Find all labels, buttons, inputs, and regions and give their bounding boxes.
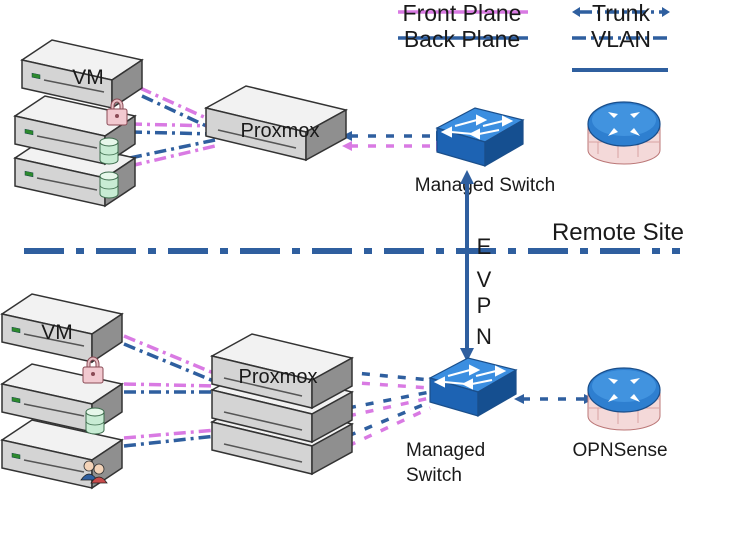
bottom-proxmox-hosts: Proxmox <box>211 333 353 475</box>
front-plane-legend-label: Front Plane <box>403 0 522 26</box>
proxmox-label: Proxmox <box>239 366 318 388</box>
switch-label-line: Managed <box>406 440 485 461</box>
switch-icon <box>429 357 517 417</box>
opnsense-router: OPNSense <box>572 367 668 461</box>
switch-icon <box>436 107 524 167</box>
arrow-icon <box>342 131 352 141</box>
router-label: OPNSense <box>572 440 667 461</box>
arrow-down-icon <box>460 348 474 362</box>
top-site-links <box>129 86 438 168</box>
top-vm-stack: VM <box>14 39 143 207</box>
bottom-managed-switch: Managed Switch <box>406 357 517 486</box>
legend: Front Plane Back Plane Trunk VLAN <box>398 0 670 72</box>
bottom-vm-stack: VM <box>1 293 123 489</box>
proxmox-label: Proxmox <box>241 120 320 142</box>
arrow-up-icon <box>460 170 474 184</box>
arrow-icon <box>342 141 352 151</box>
evpn-label: E V P N <box>476 234 492 349</box>
switch-label: Managed Switch <box>415 175 555 196</box>
evpn-letter: P <box>477 293 492 318</box>
vlan-legend-label: VLAN <box>591 26 651 52</box>
database-icon <box>99 137 119 165</box>
back-plane-legend-label: Back Plane <box>404 26 520 52</box>
router-icon <box>587 101 661 165</box>
database-icon <box>99 171 119 199</box>
trunk-legend-label: Trunk <box>592 0 650 26</box>
top-managed-switch: Managed Switch <box>415 107 555 196</box>
trunk-right-arrow-icon <box>662 7 670 17</box>
arrow-icon <box>514 394 524 404</box>
router-icon <box>587 367 661 431</box>
evpn-letter: N <box>476 324 492 349</box>
trunk-left-arrow-icon <box>572 7 580 17</box>
evpn-letter: V <box>477 267 492 292</box>
database-icon <box>85 407 105 435</box>
vm-label: VM <box>72 66 104 89</box>
switch-label-line: Switch <box>406 465 462 486</box>
remote-site-label: Remote Site <box>552 219 684 246</box>
top-proxmox-host: Proxmox <box>205 85 347 161</box>
bottom-site-links <box>123 334 586 448</box>
vm-label: VM <box>41 321 73 344</box>
evpn-letter: E <box>477 234 492 259</box>
